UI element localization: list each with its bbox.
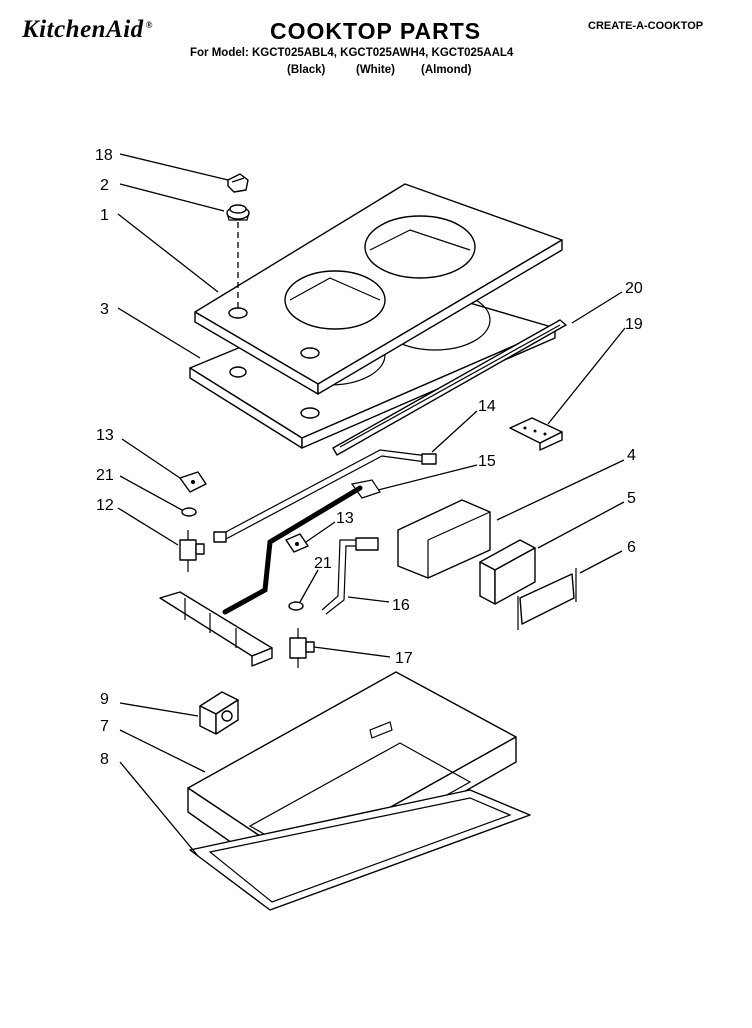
callout-18: 18 [95, 147, 113, 164]
part-gasket-frame [189, 789, 531, 911]
part-cooktop-top [194, 183, 563, 395]
part-manifold-bar [159, 591, 273, 667]
part-short-tube [321, 537, 379, 615]
part-ignition-module [479, 539, 536, 605]
part-clip-right [285, 533, 309, 553]
color-white: (White) [356, 64, 395, 76]
callout-5: 5 [627, 490, 636, 507]
part-washer-right [288, 601, 304, 611]
callout-13-left: 13 [96, 427, 114, 444]
brand-name: KitchenAid [22, 16, 144, 43]
callout-20: 20 [625, 280, 643, 297]
color-almond: (Almond) [421, 64, 472, 76]
category-label: CREATE-A-COOKTOP [588, 20, 704, 32]
callout-13-right: 13 [336, 510, 354, 527]
callout-9: 9 [100, 691, 109, 708]
part-gas-tube [213, 449, 437, 543]
leader-lines [117, 153, 626, 857]
callout-14: 14 [478, 398, 496, 415]
callout-16: 16 [392, 597, 410, 614]
part-valve-left [179, 530, 205, 572]
callout-15: 15 [478, 453, 496, 470]
part-manifold-pipe [222, 479, 381, 615]
part-knob [227, 173, 249, 193]
callout-2: 2 [100, 177, 109, 194]
callout-1: 1 [100, 207, 109, 224]
callout-17: 17 [395, 650, 413, 667]
brand-mark: ® [145, 19, 153, 30]
callout-6: 6 [627, 539, 636, 556]
callout-19: 19 [625, 316, 643, 333]
part-junction-box [199, 691, 239, 735]
model-list: For Model: KGCT025ABL4, KGCT025AWH4, KGC… [190, 47, 514, 59]
part-small-bracket [509, 417, 563, 451]
part-valve-right [289, 628, 315, 668]
callout-3: 3 [100, 301, 109, 318]
callout-21-left: 21 [96, 467, 114, 484]
part-mount-plate [517, 568, 577, 630]
part-trim-rail [332, 319, 567, 456]
color-black: (Black) [287, 64, 326, 76]
callout-21-right: 21 [314, 555, 332, 572]
callout-7: 7 [100, 718, 109, 735]
part-knob-ring [226, 204, 250, 221]
brand-logo: KitchenAid® [22, 16, 153, 44]
part-washer-left [181, 507, 197, 517]
callout-12: 12 [96, 497, 114, 514]
page-title: COOKTOP PARTS [270, 18, 482, 44]
part-shield-bracket [397, 499, 491, 579]
callout-4: 4 [627, 447, 636, 464]
part-clip-left [179, 471, 207, 493]
callout-8: 8 [100, 751, 109, 768]
callout-labels: 18 2 1 3 20 19 14 13 21 12 15 4 5 6 13 2… [95, 147, 643, 768]
